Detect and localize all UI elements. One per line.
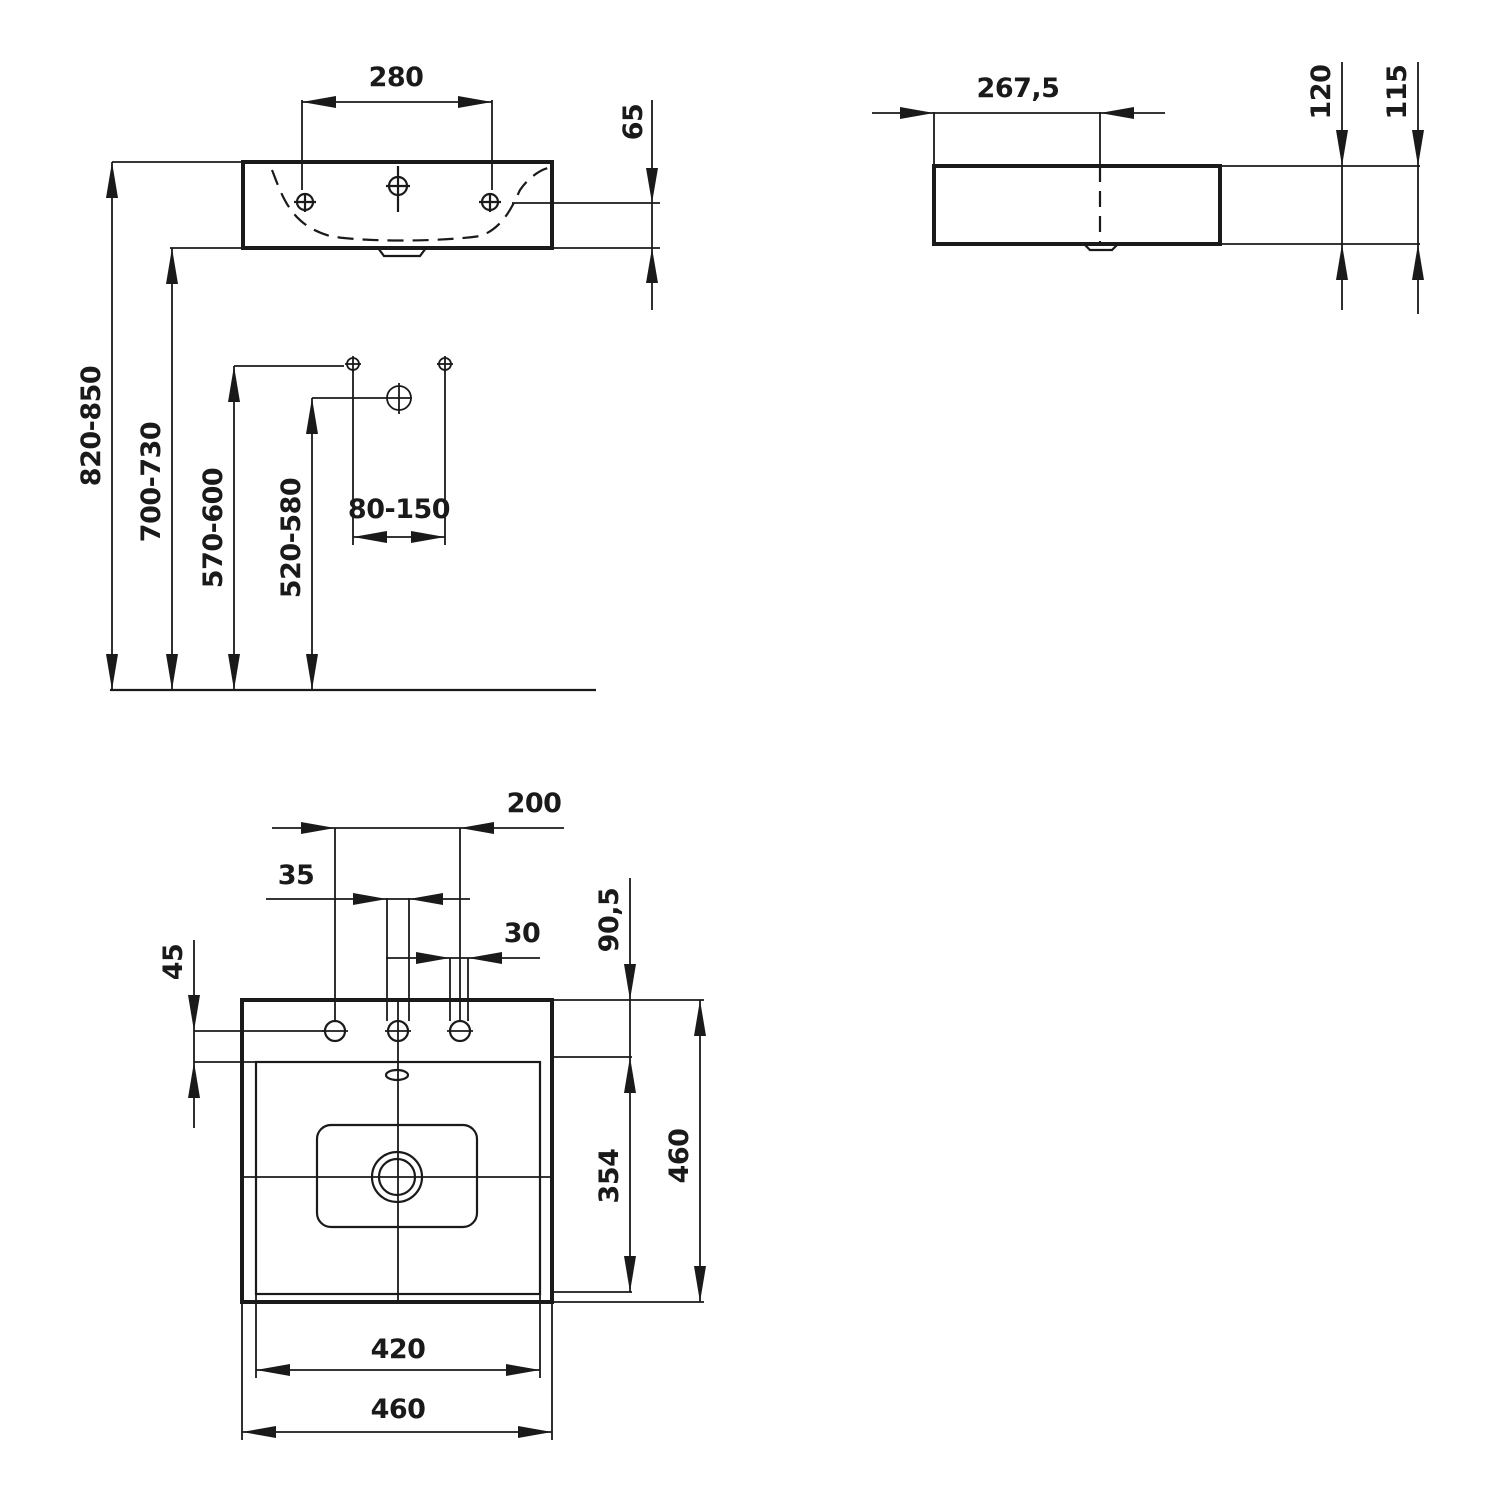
basin-front-outline — [241, 160, 554, 250]
tap-hole-center-icon — [386, 166, 410, 212]
dim-label-depth-to-waste: 267,5 — [977, 73, 1060, 104]
dim-label-height-body: 115 — [1382, 65, 1413, 120]
tap-hole-left-icon — [294, 192, 316, 212]
dim-label-height-total: 120 — [1306, 65, 1337, 120]
dim-label-height-supply: 570-600 — [198, 468, 229, 588]
waste-connection-icon — [386, 383, 412, 414]
tap-hole-top-center-icon — [385, 1019, 411, 1043]
dim-label-rim-depth: 90,5 — [594, 888, 625, 953]
front-view: 280 65 820-850 700-730 570-600 520 — [76, 62, 660, 692]
dim-label-rim-offset: 65 — [618, 104, 649, 141]
dim-label-height-underside: 700-730 — [136, 422, 167, 542]
drain-recess — [315, 1123, 479, 1229]
supply-point-left-icon — [345, 356, 361, 372]
waste-outlet-side — [1083, 243, 1119, 252]
tap-hole-top-right-icon — [447, 1019, 473, 1043]
dim-label-bowl-width: 420 — [371, 1334, 426, 1365]
top-view: 200 35 30 45 90,5 354 — [158, 788, 706, 1440]
side-view: 267,5 120 115 — [872, 62, 1424, 314]
drain-icon — [370, 1150, 424, 1204]
dim-label-center-hole: 30 — [504, 918, 541, 949]
dim-label-tap-spacing: 280 — [369, 62, 424, 93]
basin-top-outline — [240, 998, 554, 1304]
tap-hole-right-icon — [479, 192, 501, 212]
dim-label-side-offset: 200 — [507, 788, 562, 819]
dim-label-basin-depth: 460 — [664, 1129, 695, 1184]
dim-label-bowl-depth: 354 — [594, 1149, 625, 1204]
basin-side-outline — [932, 164, 1222, 246]
bowl-hidden-contour — [270, 166, 549, 242]
dim-label-height-waste: 520-580 — [276, 478, 307, 598]
tap-hole-top-left-icon — [322, 1019, 348, 1043]
dim-label-edge-to-holes: 45 — [158, 944, 189, 981]
dim-label-hole-diameter: 35 — [278, 860, 315, 891]
dim-label-basin-width: 460 — [371, 1394, 426, 1425]
waste-outlet — [377, 247, 427, 258]
overflow-icon — [384, 1068, 410, 1082]
supply-point-right-icon — [437, 356, 453, 372]
dim-label-supply-spacing: 80-150 — [348, 494, 450, 525]
dim-label-height-overall: 820-850 — [76, 366, 107, 486]
